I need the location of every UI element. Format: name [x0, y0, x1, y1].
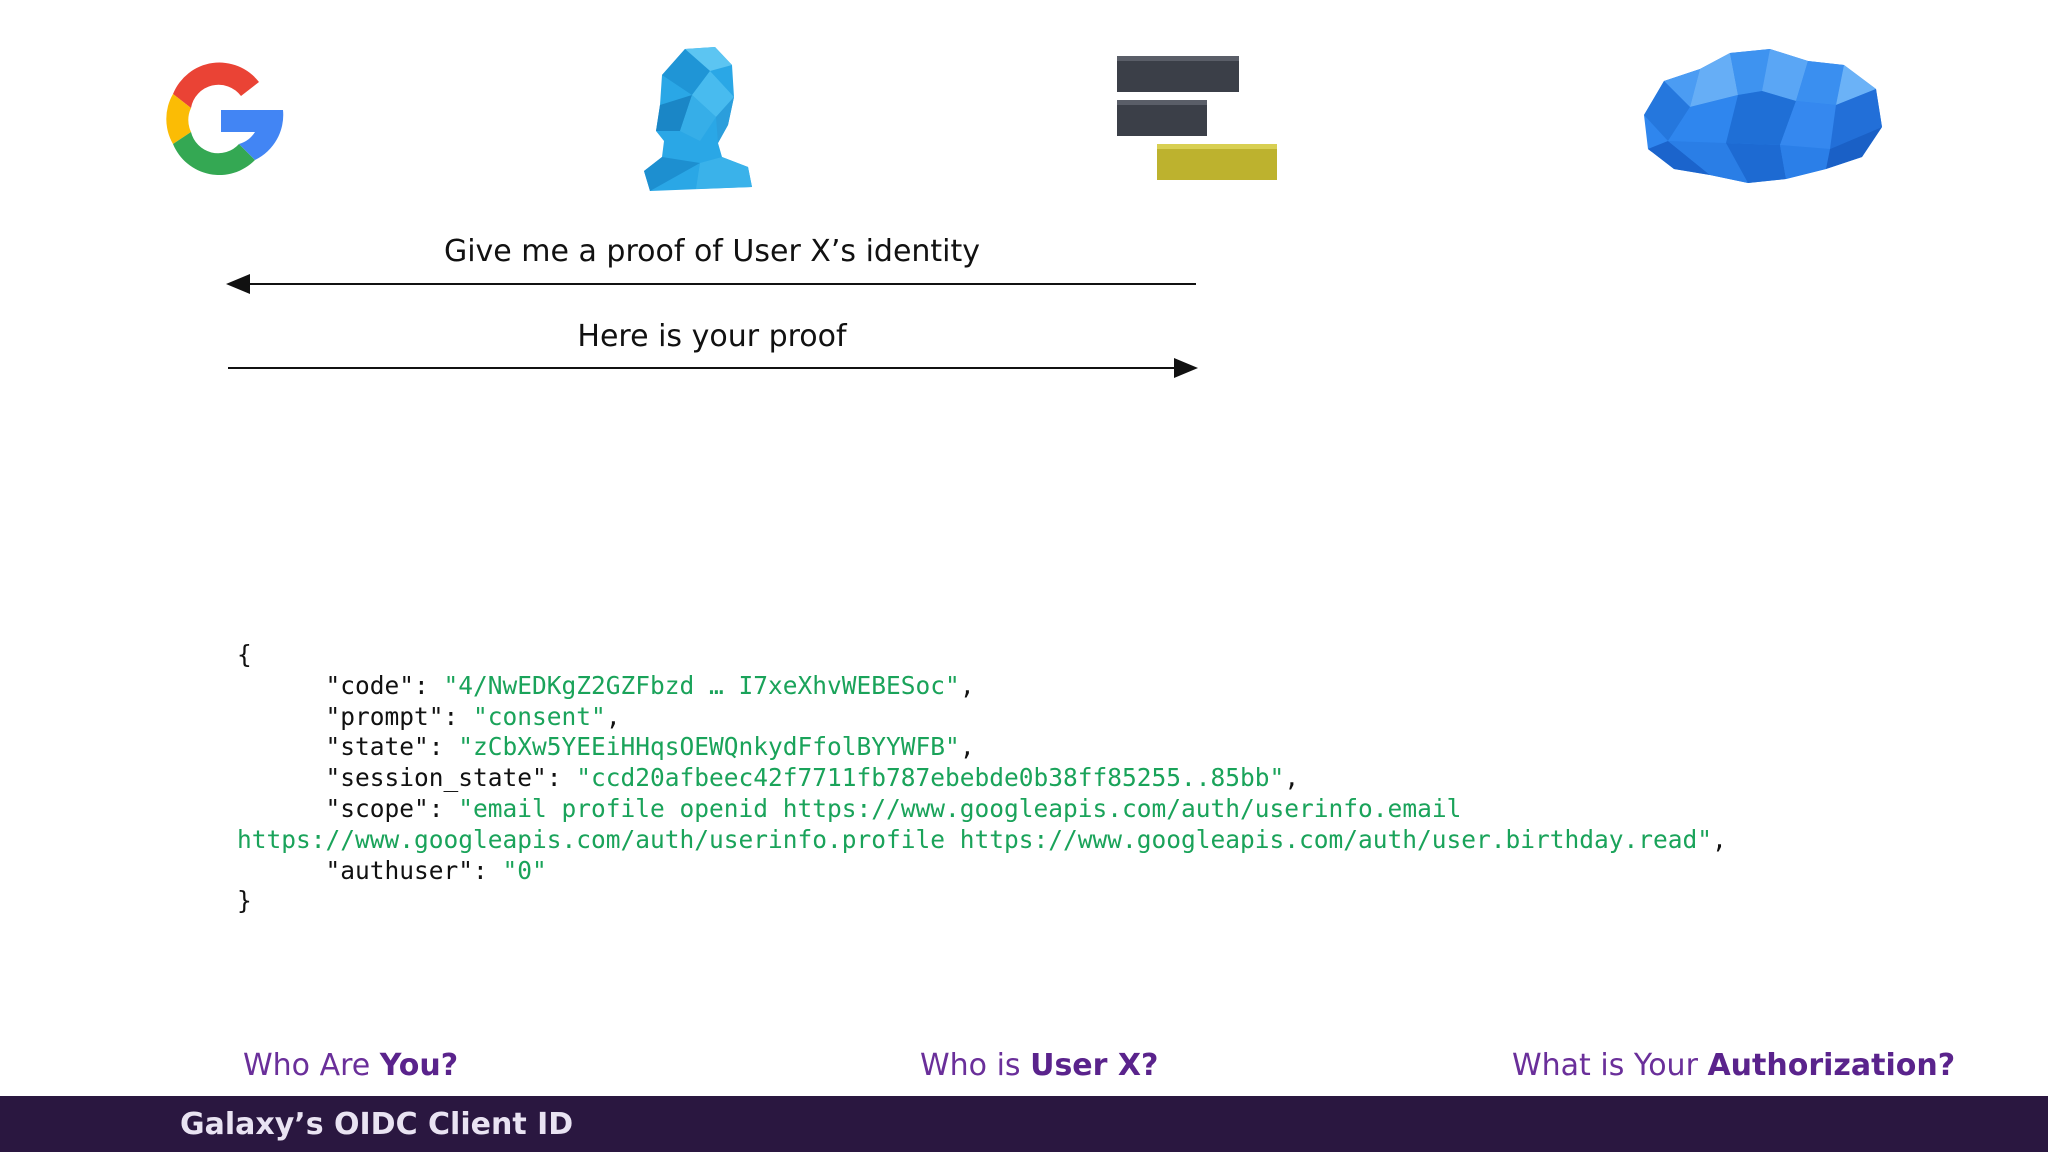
code-end: ,	[959, 732, 975, 762]
code-sep: :	[414, 670, 444, 700]
question-prefix: What is Your	[1512, 1048, 1708, 1083]
code-sep: :	[428, 732, 459, 762]
response-arrow	[228, 358, 1198, 378]
cloud-icon	[1644, 49, 1882, 183]
open-brace: {	[237, 640, 252, 669]
scope-key: "scope"	[325, 793, 429, 823]
code-end: ,	[605, 701, 621, 731]
close-brace: }	[237, 886, 252, 916]
scope-value-line1: "email profile openid https://www.google…	[458, 793, 1462, 823]
prompt-value: "consent"	[473, 701, 606, 731]
question-who-are-you: Who Are You?	[243, 1048, 458, 1083]
code-sep: :	[546, 763, 577, 793]
question-emphasis: Authorization?	[1707, 1048, 1956, 1083]
question-prefix: Who is	[920, 1048, 1031, 1083]
authuser-key: "authuser"	[325, 855, 474, 885]
request-arrow-label: Give me a proof of User X’s identity	[443, 234, 981, 269]
footer-bar	[0, 1096, 2048, 1152]
user-head-icon	[644, 47, 752, 191]
session-state-key: "session_state"	[325, 763, 547, 793]
question-emphasis: User X?	[1030, 1048, 1159, 1083]
json-response-block: { "code": "4/NwEDKgZ2GZFbzd … I7xeXhvWEB…	[237, 640, 1727, 916]
question-authorization: What is Your Authorization?	[1512, 1048, 1955, 1083]
authuser-value: "0"	[502, 855, 547, 885]
code-end: ,	[1284, 763, 1300, 793]
question-prefix: Who Are	[243, 1048, 380, 1083]
question-who-is-user-x: Who is User X?	[920, 1048, 1158, 1083]
response-arrow-label: Here is your proof	[577, 319, 847, 354]
code-value: "4/NwEDKgZ2GZFbzd … I7xeXhvWEBESoc"	[443, 670, 960, 700]
prompt-key: "prompt"	[325, 701, 444, 731]
state-value: "zCbXw5YEEiHHqsOEWQnkydFfolBYYWFB"	[458, 732, 960, 762]
footer-title: Galaxy’s OIDC Client ID	[180, 1107, 574, 1142]
galaxy-bars-icon	[1117, 56, 1277, 180]
code-sep: :	[443, 701, 474, 731]
google-logo-icon	[166, 62, 284, 176]
session-state-value: "ccd20afbeec42f7711fb787ebebde0b38ff8525…	[576, 763, 1285, 793]
question-emphasis: You?	[379, 1048, 459, 1083]
request-arrow	[226, 274, 1196, 294]
code-end: ,	[959, 670, 975, 700]
scope-value-line2: https://www.googleapis.com/auth/userinfo…	[237, 824, 1713, 854]
code-key: "code"	[325, 670, 415, 700]
state-key: "state"	[325, 732, 429, 762]
